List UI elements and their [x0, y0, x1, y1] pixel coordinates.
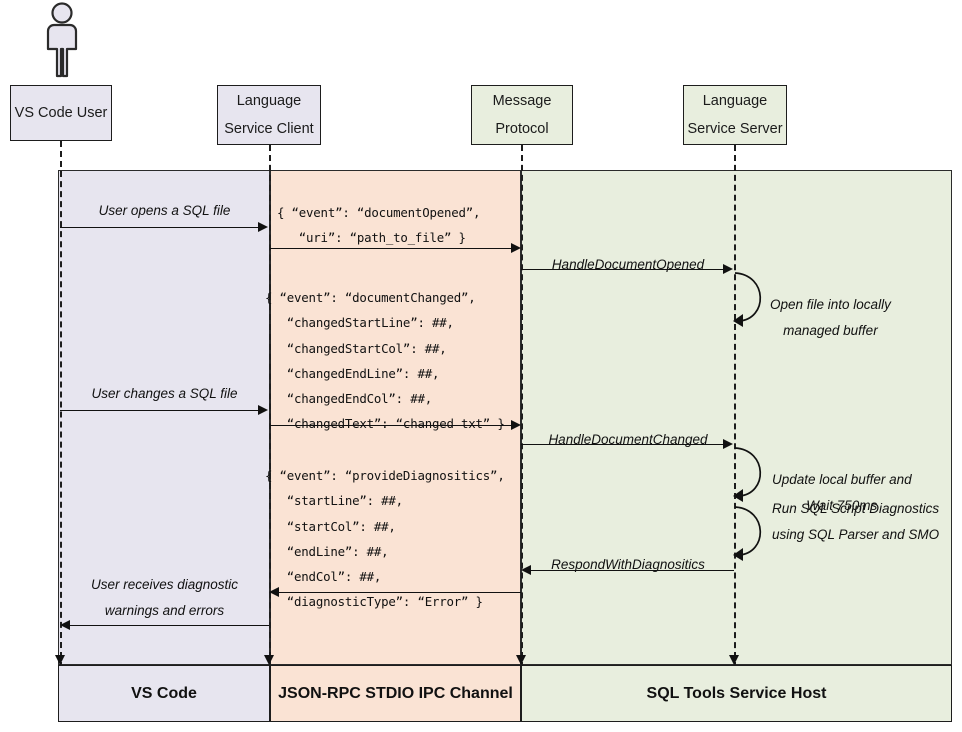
arrowhead-left [60, 620, 70, 630]
payload-provide-diagnostics: { “event”: “provideDiagnositics”, “start… [265, 468, 505, 610]
payload-document-changed: { “event”: “documentChanged”, “changedSt… [265, 290, 505, 432]
footer-vs-code-label: VS Code [131, 684, 197, 702]
arrowhead-down [516, 655, 526, 665]
message-arrow-handle-document-opened [521, 269, 725, 270]
lifeline-protocol [521, 145, 523, 668]
message-label-user-opens-sql-file: User opens a SQL file [98, 203, 231, 218]
lifeline-header-client-line1: Language [236, 92, 302, 109]
message-label-handle-document-changed: HandleDocumentChanged [548, 432, 708, 447]
message-arrow-protocol-to-client-diagnostics [279, 592, 521, 593]
lifeline-header-protocol-line2: Protocol [495, 121, 549, 137]
self-loop-update-buffer [733, 444, 780, 511]
message-label-handle-document-opened: HandleDocumentOpened [551, 257, 705, 272]
message-label-user-changes-sql-file: User changes a SQL file [91, 386, 238, 401]
footer-ipc-channel-label: JSON-RPC STDIO IPC Channel [278, 684, 513, 702]
lifeline-header-user[interactable]: VS Code User [10, 85, 112, 141]
arrowhead-left [521, 565, 531, 575]
lifeline-header-server-line2: Service Server [687, 121, 783, 137]
message-arrow-respond-with-diagnostics [531, 570, 734, 571]
arrowhead-down [729, 655, 739, 665]
lifeline-header-server-line1: Language [702, 92, 768, 109]
footer-vs-code[interactable]: VS Code [58, 665, 270, 722]
message-arrow-client-to-protocol-opened [270, 248, 513, 249]
arrowhead-down [55, 655, 65, 665]
band-ipc-channel [270, 170, 521, 665]
lifeline-header-client[interactable]: Language Service Client [217, 85, 321, 145]
band-sql-tools-service-host [521, 170, 952, 665]
arrowhead-right [511, 243, 521, 253]
lifeline-header-server[interactable]: Language Service Server [683, 85, 787, 145]
message-label-user-receives-diagnostics: User receives diagnostic warnings and er… [90, 577, 239, 618]
lifeline-client [269, 145, 271, 668]
self-loop-run-diagnostics [733, 503, 780, 570]
vs-code-user-actor-icon [36, 2, 88, 78]
arrowhead-down [264, 655, 274, 665]
arrowhead-right [723, 439, 733, 449]
arrowhead-right [723, 264, 733, 274]
footer-sql-tools-service-host-label: SQL Tools Service Host [646, 684, 827, 702]
message-arrow-handle-document-changed [521, 444, 725, 445]
arrowhead-left [269, 587, 279, 597]
lifeline-user [60, 141, 62, 668]
lifeline-server [734, 145, 736, 668]
payload-document-opened: { “event”: “documentOpened”, “uri”: “pat… [277, 205, 481, 246]
self-loop-open-file [733, 269, 780, 336]
message-arrow-user-opens-sql-file [60, 227, 260, 228]
lifeline-header-client-line2: Service Client [224, 121, 314, 137]
footer-ipc-channel[interactable]: JSON-RPC STDIO IPC Channel [270, 665, 521, 722]
message-arrow-client-to-protocol-changed [270, 425, 513, 426]
note-open-file-into-locally-managed-buffer: Open file into locally managed buffer [770, 297, 891, 339]
arrowhead-right [511, 420, 521, 430]
arrowhead-right [258, 405, 268, 415]
arrowhead-right [258, 222, 268, 232]
lifeline-header-protocol[interactable]: Message Protocol [471, 85, 573, 145]
note-update-local-buffer-wait: Update local buffer and Wait 750ms [772, 472, 912, 514]
footer-sql-tools-service-host[interactable]: SQL Tools Service Host [521, 665, 952, 722]
band-vscode [58, 170, 270, 665]
note-run-sql-script-diagnostics: Run SQL Script Diagnostics using SQL Par… [772, 501, 940, 543]
lifeline-header-user-line1: VS Code User [14, 104, 108, 121]
lifeline-header-protocol-line1: Message [492, 92, 552, 109]
message-arrow-user-receives-diagnostics [70, 625, 269, 626]
message-arrow-user-changes-sql-file [60, 410, 260, 411]
message-label-respond-with-diagnostics: RespondWithDiagnositics [551, 557, 705, 572]
